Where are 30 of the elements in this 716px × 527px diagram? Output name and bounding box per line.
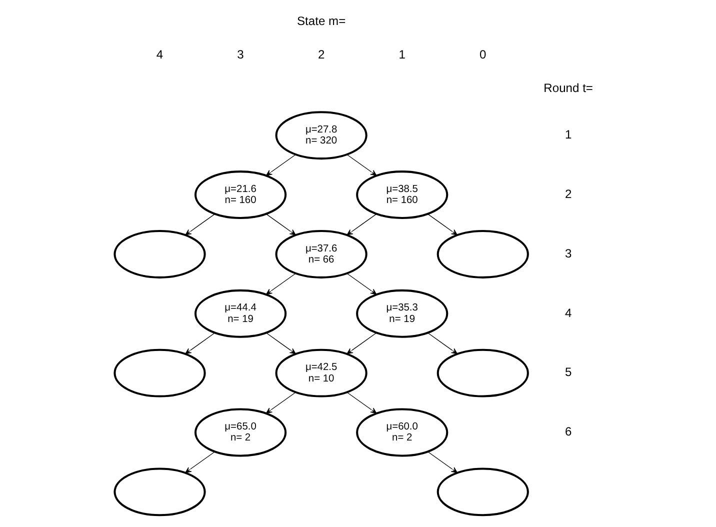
label: 2: [564, 186, 572, 201]
label: 4: [564, 306, 572, 320]
arrow: [427, 332, 458, 354]
label: Round t=: [544, 81, 593, 96]
node-ellipse: μ=27.8 n= 320: [275, 111, 368, 160]
arrow: [266, 214, 296, 236]
label: 3: [564, 246, 572, 260]
label: 6: [564, 424, 572, 439]
arrow: [346, 154, 377, 176]
label: 1: [564, 128, 572, 142]
arrow: [185, 214, 216, 236]
arrow: [346, 273, 377, 295]
arrow: [266, 392, 296, 414]
label: 4: [156, 48, 164, 62]
arrow: [427, 214, 458, 236]
arrow: [266, 332, 296, 354]
arrow: [346, 214, 377, 236]
label: State m=: [297, 14, 346, 28]
arrow: [266, 154, 296, 176]
label: 1: [398, 48, 406, 62]
arrow: [185, 332, 216, 354]
label: 5: [564, 365, 572, 380]
label: 2: [318, 48, 325, 62]
arrow: [427, 451, 458, 474]
label: 0: [480, 48, 486, 62]
arrow: [266, 273, 296, 295]
arrow: [346, 332, 377, 354]
label: 3: [237, 48, 244, 62]
arrow: [346, 392, 377, 414]
arrow: [185, 451, 216, 474]
